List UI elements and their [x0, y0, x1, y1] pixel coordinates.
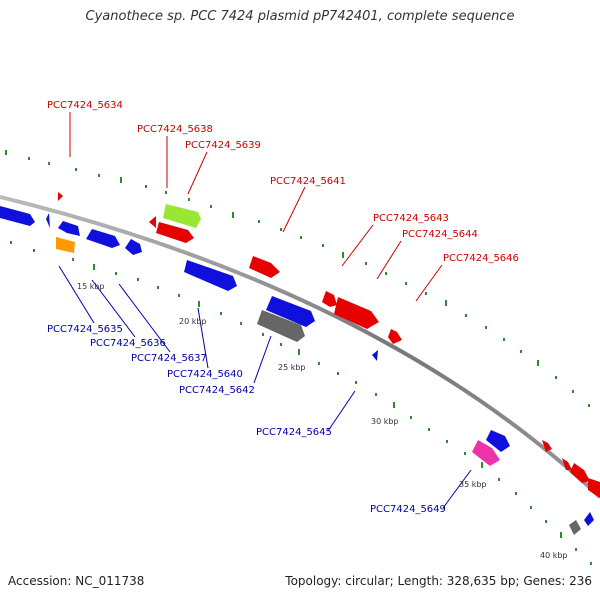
gene-5643-feature[interactable] — [322, 291, 337, 307]
reverse-labels — [58, 265, 472, 509]
gene-blue-35-feature[interactable] — [486, 430, 510, 452]
forward-strand-genes — [58, 192, 600, 498]
gene-5649-feature[interactable] — [472, 440, 500, 466]
gene-5635-feature[interactable] — [56, 237, 75, 253]
gene-label-5642[interactable]: PCC7424_5642 — [179, 385, 255, 396]
gene-right-2-feature[interactable] — [562, 458, 572, 470]
gene-5641-feature[interactable] — [249, 256, 280, 278]
gene-5636-feature[interactable] — [86, 229, 120, 248]
gene-label-5639[interactable]: PCC7424_5639 — [185, 140, 261, 151]
gene-5637-feature[interactable] — [125, 239, 142, 255]
topology-stats-text: Topology: circular; Length: 328,635 bp; … — [285, 574, 592, 588]
scale-label-30kbp: 30 kbp — [371, 417, 399, 426]
gene-label-5644[interactable]: PCC7424_5644 — [402, 229, 478, 240]
gene-label-5640[interactable]: PCC7424_5640 — [167, 369, 243, 380]
gene-right-4-feature[interactable] — [588, 478, 600, 498]
gene-5639-feature[interactable] — [156, 222, 194, 243]
gene-label-5646[interactable]: PCC7424_5646 — [443, 253, 519, 264]
gene-5645-feature[interactable] — [372, 350, 378, 361]
outer-tick-ring — [5, 150, 590, 407]
inner-tick-ring — [10, 241, 592, 565]
gene-label-5638[interactable]: PCC7424_5638 — [137, 124, 213, 135]
gene-5640-feature[interactable] — [184, 260, 237, 291]
gene-left-blue-feature[interactable] — [0, 206, 35, 226]
map-title: Cyanothece sp. PCC 7424 plasmid pP742401… — [85, 9, 515, 24]
gene-5638-feature[interactable] — [163, 204, 201, 228]
gene-5642b-feature[interactable] — [257, 310, 305, 342]
scale-labels: 15 kbp 20 kbp 25 kbp 30 kbp 35 kbp 40 kb… — [77, 282, 568, 560]
gene-5646-feature[interactable] — [388, 329, 402, 344]
gene-5642-feature[interactable] — [266, 296, 315, 327]
plasmid-backbone — [0, 195, 600, 499]
gene-label-5634[interactable]: PCC7424_5634 — [47, 100, 123, 111]
gene-right-3-feature[interactable] — [570, 463, 590, 483]
gene-label-5643[interactable]: PCC7424_5643 — [373, 213, 449, 224]
gene-5638b-feature[interactable] — [149, 216, 156, 228]
scale-label-15kbp: 15 kbp — [77, 282, 105, 291]
accession-text: Accession: NC_011738 — [8, 574, 145, 588]
gene-label-5649[interactable]: PCC7424_5649 — [370, 504, 446, 515]
gene-right-1-feature[interactable] — [542, 440, 552, 452]
scale-label-40kbp: 40 kbp — [540, 551, 568, 560]
forward-labels — [69, 112, 443, 302]
gene-label-5635[interactable]: PCC7424_5635 — [47, 324, 123, 335]
scale-label-20kbp: 20 kbp — [179, 317, 207, 326]
gene-5635a-feature[interactable] — [58, 221, 80, 236]
gene-label-5645[interactable]: PCC7424_5645 — [256, 427, 332, 438]
gene-label-5641[interactable]: PCC7424_5641 — [270, 176, 346, 187]
gene-5634-feature[interactable] — [58, 192, 63, 201]
gene-5644-feature[interactable] — [334, 297, 379, 329]
gene-label-5637[interactable]: PCC7424_5637 — [131, 353, 207, 364]
gene-gray-40-feature[interactable] — [569, 520, 581, 535]
scale-label-35kbp: 35 kbp — [459, 480, 487, 489]
reverse-strand-genes — [0, 206, 594, 535]
scale-label-25kbp: 25 kbp — [278, 363, 306, 372]
gene-blue-40-feature[interactable] — [584, 512, 594, 526]
gene-label-5636[interactable]: PCC7424_5636 — [90, 338, 166, 349]
gene-left-marker-feature[interactable] — [46, 213, 50, 228]
